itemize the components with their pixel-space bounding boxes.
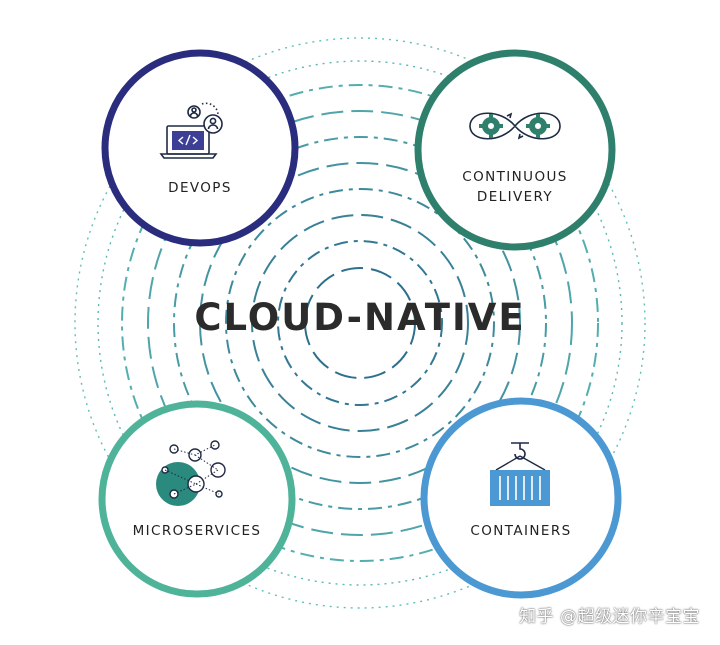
devops-label: DEVOPS <box>168 180 232 196</box>
devops-node <box>101 49 299 247</box>
dashed-ring <box>121 84 599 562</box>
dashed-ring <box>277 240 443 406</box>
dashed-ring <box>74 37 646 609</box>
containers-node <box>420 397 622 599</box>
continuous-delivery-label-line1: CONTINUOUS <box>462 169 568 185</box>
containers-label: CONTAINERS <box>470 523 572 539</box>
concentric-dashed-rings <box>74 37 646 609</box>
developer-laptop-icon <box>159 102 223 159</box>
continuous-delivery-node <box>414 49 616 251</box>
watermark-text: 知乎 @超级迷你辛宝宝 <box>519 607 700 627</box>
network-nodes-icon <box>156 440 226 506</box>
dashed-ring <box>199 162 521 484</box>
center-title: CLOUD-NATIVE <box>194 296 526 339</box>
dashed-ring <box>173 136 547 510</box>
microservices-circle <box>98 400 296 598</box>
dashed-ring <box>97 60 623 586</box>
continuous-delivery-circle <box>414 49 616 251</box>
gears-cycle-icon <box>469 112 561 140</box>
continuous-delivery-label: CONTINUOUS DELIVERY <box>435 167 595 207</box>
continuous-delivery-label-line2: DELIVERY <box>476 189 554 205</box>
dashed-ring <box>225 188 495 458</box>
microservices-node <box>98 400 296 598</box>
dashed-ring <box>304 267 416 379</box>
microservices-label: MICROSERVICES <box>132 523 262 539</box>
shipping-container-icon <box>490 442 550 506</box>
dashed-ring <box>147 110 573 536</box>
dashed-ring <box>251 214 469 432</box>
